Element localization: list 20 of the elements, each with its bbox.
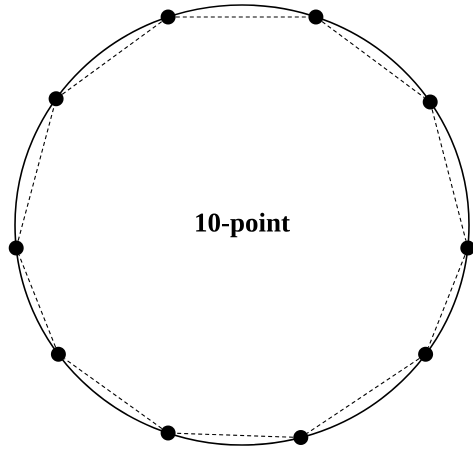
dashed-line bbox=[176, 432, 294, 438]
dashed-line bbox=[62, 21, 162, 95]
point-dot bbox=[160, 426, 176, 440]
point-dot bbox=[50, 346, 66, 362]
dashed-line bbox=[322, 21, 424, 98]
point-dot bbox=[418, 346, 434, 362]
point-dot bbox=[8, 240, 24, 256]
dashed-line bbox=[18, 106, 55, 241]
point-dot bbox=[160, 10, 176, 24]
dashed-line bbox=[428, 254, 466, 348]
point-dot bbox=[422, 94, 438, 110]
dashed-line bbox=[432, 109, 466, 241]
dashed-line bbox=[306, 358, 420, 434]
dashed-line bbox=[64, 358, 162, 429]
point-dot bbox=[293, 430, 308, 445]
dashed-line bbox=[18, 254, 56, 348]
dashed-line bbox=[176, 16, 308, 18]
point-dot bbox=[308, 10, 324, 24]
center-label: 10-point bbox=[196, 212, 290, 238]
point-dot bbox=[48, 91, 64, 106]
